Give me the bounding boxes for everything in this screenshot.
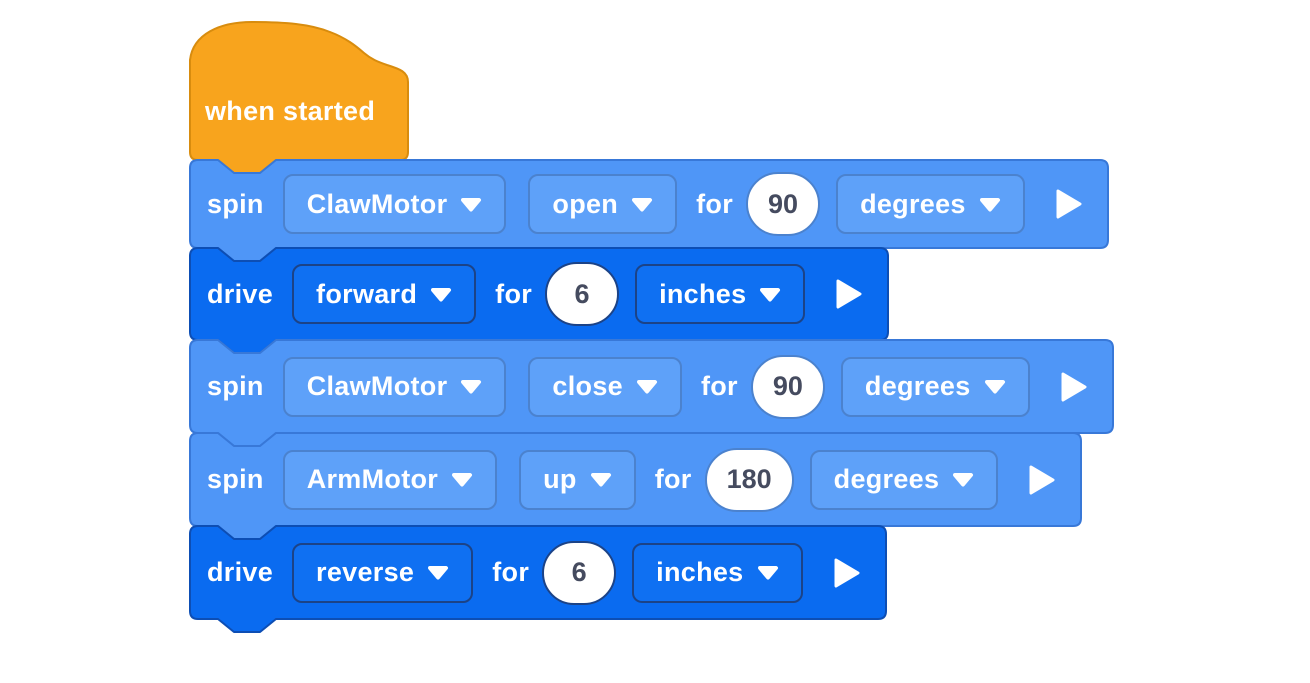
unit-dropdown[interactable]: degrees — [836, 174, 1025, 234]
unit-dropdown[interactable]: inches — [632, 542, 803, 603]
unit-dropdown[interactable]: inches — [635, 264, 806, 324]
dropdown-caret-icon — [431, 287, 452, 301]
for-label: for — [495, 278, 533, 309]
for-label: for — [492, 557, 530, 587]
dropdown-caret-icon — [984, 380, 1005, 394]
opcode-label: spin — [207, 464, 264, 494]
play-icon — [836, 279, 862, 309]
unit-dropdown[interactable]: degrees — [840, 356, 1030, 417]
dropdown-caret-icon — [428, 566, 449, 580]
dropdown-caret-icon — [452, 473, 473, 487]
opcode-label: drive — [207, 278, 274, 309]
hat-label: when started — [205, 96, 376, 126]
dropdown-caret-icon — [979, 197, 1000, 211]
dropdown-value: degrees — [864, 371, 971, 401]
dropdown-value: forward — [316, 278, 418, 309]
dropdown-caret-icon — [461, 197, 482, 211]
dropdown-caret-icon — [632, 197, 653, 211]
dropdown-caret-icon — [461, 380, 482, 394]
number-value: 6 — [571, 557, 587, 587]
play-button[interactable] — [836, 279, 862, 309]
value-input[interactable]: 6 — [545, 262, 620, 326]
for-label: for — [654, 464, 692, 494]
dropdown-value: reverse — [316, 557, 415, 587]
number-value: 90 — [772, 371, 803, 401]
direction-dropdown[interactable]: reverse — [292, 542, 474, 603]
motor-dropdown[interactable]: ArmMotor — [282, 449, 498, 510]
opcode-label: spin — [207, 188, 264, 219]
play-icon — [1061, 372, 1087, 401]
dropdown-value: up — [543, 464, 577, 494]
play-button[interactable] — [834, 558, 860, 588]
motor-dropdown[interactable]: ClawMotor — [282, 174, 507, 234]
block-when-started[interactable]: when started — [189, 20, 409, 174]
for-label: for — [700, 371, 738, 401]
value-input[interactable]: 6 — [542, 540, 617, 605]
block-drive-reverse[interactable]: drive reverse for 6 inches — [189, 525, 887, 633]
play-button[interactable] — [1056, 189, 1082, 219]
play-icon — [1056, 189, 1082, 219]
unit-dropdown[interactable]: degrees — [809, 449, 999, 510]
motor-dropdown[interactable]: ClawMotor — [282, 356, 507, 417]
play-icon — [834, 558, 859, 587]
direction-dropdown[interactable]: forward — [292, 264, 477, 324]
direction-dropdown[interactable]: up — [519, 449, 636, 510]
play-button[interactable] — [1029, 465, 1055, 495]
dropdown-value: ClawMotor — [306, 188, 448, 219]
dropdown-caret-icon — [590, 473, 611, 487]
for-label: for — [696, 188, 734, 219]
dropdown-value: inches — [659, 278, 747, 309]
block-drive-forward[interactable]: drive forward for 6 inches — [189, 247, 889, 354]
dropdown-value: inches — [656, 557, 744, 587]
dropdown-value: degrees — [833, 464, 940, 494]
dropdown-caret-icon — [760, 287, 781, 301]
block-spin-clawmotor-close[interactable]: spin ClawMotor close for 90 degrees — [189, 339, 1114, 447]
dropdown-value: ArmMotor — [306, 464, 439, 494]
dropdown-value: close — [552, 371, 623, 401]
opcode-label: drive — [207, 557, 274, 587]
play-icon — [1029, 465, 1055, 494]
block-spin-armmotor-up[interactable]: spin ArmMotor up for 180 degrees — [189, 432, 1082, 540]
number-value: 6 — [574, 278, 590, 309]
value-input[interactable]: 90 — [746, 172, 821, 236]
number-value: 180 — [726, 464, 772, 494]
dropdown-caret-icon — [636, 380, 657, 394]
direction-dropdown[interactable]: close — [528, 356, 682, 417]
number-value: 90 — [768, 188, 799, 219]
dropdown-caret-icon — [757, 566, 778, 580]
dropdown-caret-icon — [953, 473, 974, 487]
dropdown-value: open — [552, 188, 619, 219]
value-input[interactable]: 180 — [704, 447, 794, 512]
dropdown-value: degrees — [860, 188, 966, 219]
block-spin-clawmotor-open[interactable]: spin ClawMotor open for 90 degrees — [189, 159, 1109, 262]
dropdown-value: ClawMotor — [306, 371, 448, 401]
opcode-label: spin — [207, 371, 264, 401]
play-button[interactable] — [1061, 372, 1087, 402]
value-input[interactable]: 90 — [750, 354, 825, 419]
direction-dropdown[interactable]: open — [528, 174, 678, 234]
